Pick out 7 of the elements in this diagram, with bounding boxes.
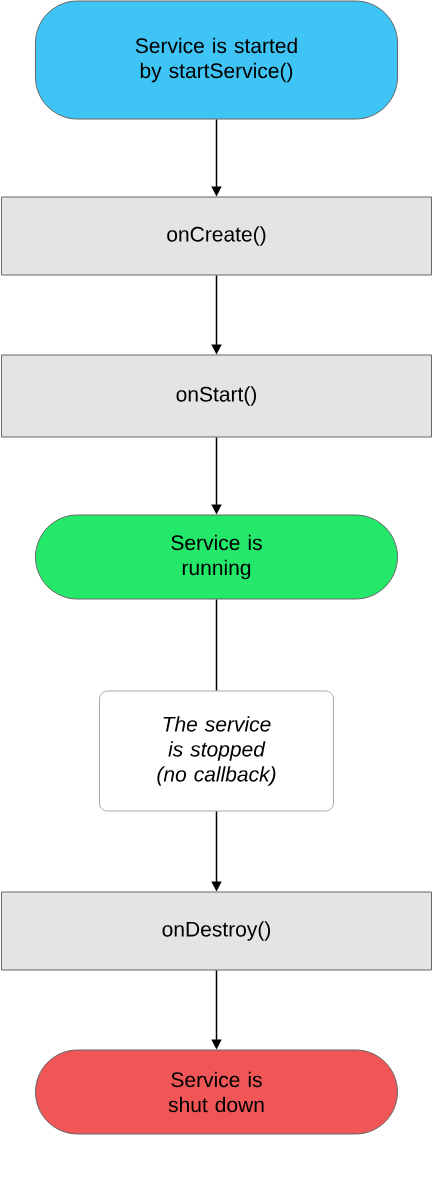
end-terminal: Service is shut down	[35, 1049, 398, 1135]
process-box: onDestroy()	[1, 891, 432, 971]
start-terminal: Service is started by startService()	[35, 0, 398, 120]
process-box: onCreate()	[1, 196, 432, 276]
process-box: onStart()	[1, 354, 432, 438]
state-terminal: Service is running	[35, 514, 398, 600]
note-box: The service is stopped (no callback)	[99, 690, 334, 812]
